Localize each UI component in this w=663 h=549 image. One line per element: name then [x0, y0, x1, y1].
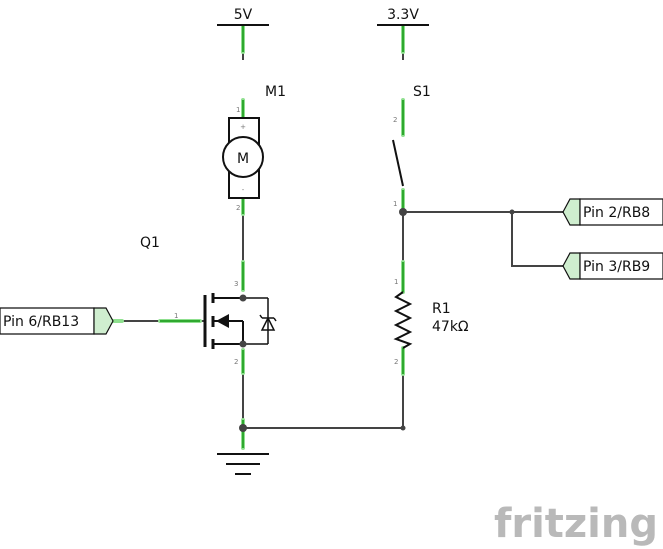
switch-s1[interactable]: S1 2 1	[392, 84, 431, 208]
supply-5v-label: 5V	[234, 7, 253, 23]
wires	[113, 24, 563, 429]
motor-pin2-label: 2	[236, 204, 240, 212]
fritzing-logo: fritzing	[494, 501, 658, 547]
resistor-ref: R1	[432, 301, 451, 317]
mosfet-pin3-label: 3	[234, 280, 238, 288]
mosfet-pin1-label: 1	[174, 312, 178, 320]
motor-m1[interactable]: M + - 1 2 M1	[222, 84, 286, 212]
junction-pin2	[509, 209, 515, 215]
switch-pin1-label: 1	[393, 200, 397, 208]
junction-r1-ground	[400, 425, 406, 431]
mosfet-ref: Q1	[140, 235, 160, 251]
supply-3v3-label: 3.3V	[387, 7, 419, 23]
junction-ground	[239, 424, 247, 432]
connector-pin3[interactable]: Pin 3/RB9	[562, 252, 663, 280]
motor-symbol: M	[237, 151, 249, 167]
connector-pin2-label: Pin 2/RB8	[583, 205, 650, 221]
junction-switch	[399, 208, 407, 216]
switch-ref: S1	[413, 84, 431, 100]
wire-ground-bus	[242, 372, 404, 429]
motor-minus: -	[242, 186, 245, 194]
connector-pin3-label: Pin 3/RB9	[583, 259, 650, 275]
supply-3v3: 3.3V	[377, 7, 429, 26]
resistor-pin2-label: 2	[394, 358, 398, 366]
connector-pin6[interactable]: Pin 6/RB13	[0, 307, 114, 335]
resistor-pin1-label: 1	[394, 278, 398, 286]
wire-to-pin3	[511, 212, 563, 267]
junctions	[239, 208, 515, 432]
resistor-value: 47kΩ	[432, 319, 469, 335]
motor-plus: +	[240, 123, 246, 131]
mosfet-pin2-label: 2	[234, 358, 238, 366]
mosfet-q1[interactable]: Q1 3 2 1	[140, 235, 277, 366]
connector-pin6-label: Pin 6/RB13	[3, 314, 79, 330]
resistor-r1[interactable]: R1 47kΩ 1 2	[393, 278, 469, 366]
motor-pin1-label: 1	[236, 106, 240, 114]
supply-5v: 5V	[217, 7, 269, 26]
ground-symbol	[217, 453, 269, 475]
connector-pin2[interactable]: Pin 2/RB8	[562, 198, 663, 226]
switch-pin2-label: 2	[393, 116, 397, 124]
motor-ref: M1	[265, 84, 286, 100]
